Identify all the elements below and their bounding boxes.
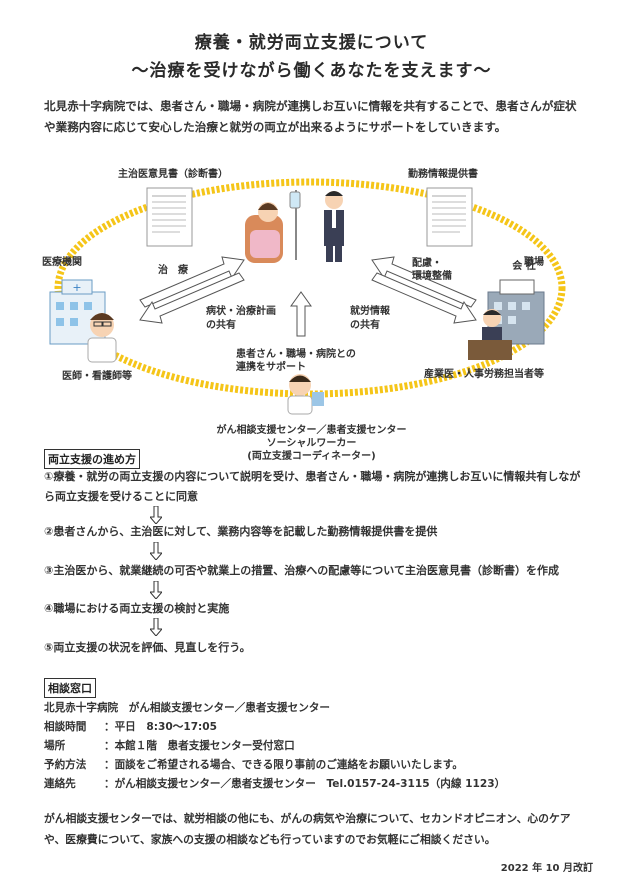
treatment-arrow [139, 256, 245, 308]
contact-value: ：がん相談支援センター／患者支援センター Tel.0157-24-3115（内線… [104, 778, 506, 790]
contact-value: ：面談をご希望される場合、できる限り事前のご連絡をお願いいたします。 [104, 759, 463, 771]
company-building-icon [487, 279, 545, 345]
step-2: ②患者さんから、主治医に対して、業務内容等を記載した勤務情報提供書を提供 [44, 525, 438, 538]
company-staff-label: 産業医・人事労務担当者等 [424, 369, 544, 380]
doctor-illustration [87, 313, 117, 363]
work-info-share-arrow [371, 272, 477, 324]
contact-row-phone: 連絡先 ：がん相談支援センター／患者支援センター Tel.0157-24-3115… [44, 776, 505, 791]
down-arrow-icon [150, 506, 162, 524]
center-label-1: がん相談支援センター／患者支援センター [216, 425, 407, 436]
medical-opinion-document-icon [146, 187, 193, 247]
contact-value: ：本館１階 患者支援センター受付窓口 [104, 740, 295, 752]
patient-illustration [245, 190, 301, 263]
company-staff-illustration [468, 309, 512, 360]
svg-text:+: + [72, 281, 81, 294]
contact-key: 相談時間 [44, 721, 87, 733]
support-label-1: 患者さん・職場・病院との [236, 349, 356, 360]
contact-value: ：平日 8:30〜17:05 [104, 721, 218, 733]
support-diagram: + [49, 178, 566, 415]
work-info-share-label-1: 就労情報 [350, 306, 390, 317]
work-info-document-icon [426, 187, 473, 247]
contact-row-hours: 相談時間 ：平日 8:30〜17:05 [44, 719, 217, 734]
contact-row-booking: 予約方法 ：面談をご希望される場合、できる限り事前のご連絡をお願いいたします。 [44, 757, 463, 772]
medical-institution-label: 医療機関 [42, 257, 82, 268]
contact-heading: 相談窓口 [44, 678, 96, 698]
revision-date: 2022 年 10 月改訂 [500, 863, 593, 874]
worker-illustration [324, 191, 344, 262]
contact-row-place: 場所 ：本館１階 患者支援センター受付窓口 [44, 738, 295, 753]
contact-key: 連絡先 [44, 778, 76, 790]
page-subtitle: 〜治療を受けながら働くあなたを支えます〜 [131, 61, 492, 81]
center-label-2: ソーシャルワーカー [266, 438, 357, 449]
cooperation-ring [54, 178, 566, 398]
contact-key: 場所 [44, 740, 66, 752]
intro-text: 北見赤十字病院では、患者さん・職場・病院が連携しお互いに情報を共有することで、患… [44, 99, 577, 134]
down-arrow-icon [150, 542, 162, 560]
company-sign: 会 社 [512, 259, 535, 272]
consultation-note: がん相談支援センターでは、就労相談の他にも、がんの病気や治療について、セカンドオ… [44, 812, 571, 846]
down-arrow-icon [150, 581, 162, 599]
care-label-2: 環境整備 [412, 271, 452, 282]
care-arrow [371, 256, 477, 308]
page-title: 療養・就労両立支援について [194, 33, 429, 53]
work-info-share-label-2: の共有 [350, 320, 380, 331]
plan-share-arrow [139, 272, 245, 324]
contact-org: 北見赤十字病院 がん相談支援センター／患者支援センター [44, 702, 331, 714]
center-label-3: (両立支援コーディネーター) [247, 451, 376, 462]
step-1: ①療養・就労の両立支援の内容について説明を受け、患者さん・職場・病院が連携しお互… [44, 470, 581, 503]
workplace-label: 職場 [524, 257, 544, 268]
treatment-arrow-label: 治 療 [158, 265, 188, 276]
steps-heading: 両立支援の進め方 [44, 449, 140, 469]
down-arrow-icon [150, 618, 162, 636]
work-info-doc-label: 勤務情報提供書 [408, 169, 478, 180]
coordinator-illustration [287, 374, 324, 415]
plan-share-label-1: 病状・治療計画 [206, 306, 276, 317]
medical-opinion-label: 主治医意見書（診断書） [118, 169, 228, 180]
support-label-2: 連携をサポート [236, 362, 306, 373]
step-3: ③主治医から、就業継続の可否や就業上の措置、治療への配慮等について主治医意見書（… [44, 564, 559, 577]
care-label-1: 配慮・ [412, 258, 442, 269]
contact-key: 予約方法 [44, 759, 87, 771]
step-5: ⑤両立支援の状況を評価、見直しを行う。 [44, 641, 251, 654]
step-4: ④職場における両立支援の検討と実施 [44, 602, 230, 615]
support-up-arrow [290, 291, 312, 337]
plan-share-label-2: の共有 [206, 320, 236, 331]
doctor-nurse-label: 医師・看護師等 [62, 371, 132, 382]
